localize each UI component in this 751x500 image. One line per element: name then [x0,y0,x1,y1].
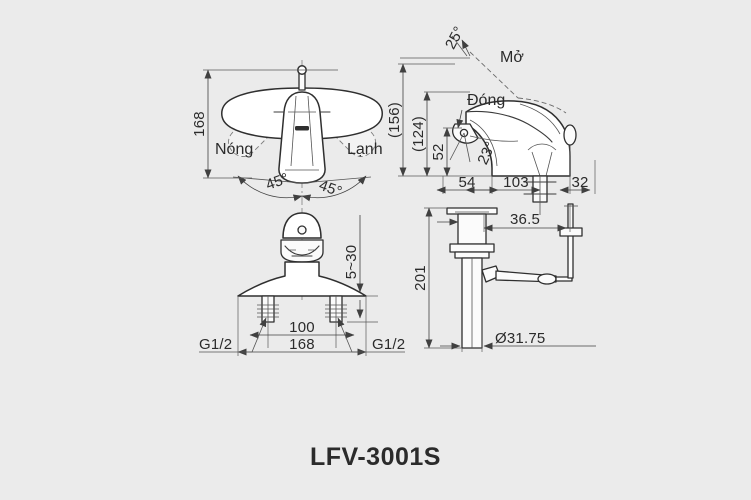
cold-label: Lạnh [347,141,383,158]
thread-right-label: G1/2 [372,336,405,353]
drain-diameter-label: Ø31.75 [495,330,545,347]
front-view-cap-screw [297,225,307,235]
angle23-ray2 [463,132,471,163]
handle-open-dashed [469,51,519,99]
hot-label: Nóng [215,141,253,158]
angle25-ray [451,35,468,57]
close-label: Đóng [467,92,505,109]
open-label: Mở [500,49,524,66]
front-view-lever-curve [284,245,320,256]
top-view-taper-left [290,95,297,167]
lift-rod-clevis [559,227,583,237]
overall-height-label: (156) [386,102,403,138]
lever-under-edge [469,135,519,142]
front-view-neck [280,239,324,263]
deck-thickness-label: 5~30 [343,245,360,280]
front-view-168-label: 168 [289,336,315,353]
angle-right-label: 45° [317,177,345,201]
pivot-rod-clip [537,273,557,285]
spout-cone-arc [527,143,557,151]
lever-height-label: 52 [430,143,447,160]
top-view-group: 45° 45° Nóng Lạnh 168 [191,60,383,215]
angle25-arrow [461,39,471,57]
thread-left-label: G1/2 [199,336,232,353]
angle23-ray [449,132,465,161]
lever-top-edge [465,111,553,143]
side-view-group: 25° Mở Đóng 23° (156) [386,24,596,215]
angle-left-label: 45° [264,170,292,194]
angle-arc-left [237,175,303,202]
drain-washer [454,251,490,259]
front-view-shank-right [325,295,347,323]
angle25-label: 25° [442,24,468,53]
drain-length-label: 201 [412,265,429,291]
drain-tailpiece-upper [457,213,487,245]
spout-tip-offset-label: 32 [571,174,588,191]
front-view-shank-left [257,295,279,323]
drain-flange [446,207,498,215]
spout-reach-label: 103 [503,174,529,191]
rear-offset-label: 54 [458,174,475,191]
body-top-inner [519,103,561,135]
lift-rod-knob [563,124,577,146]
shank-spacing-label: 100 [289,319,315,336]
top-view-168-label: 168 [191,111,208,137]
spout-cone-lines [531,151,553,177]
drain-locknut [449,243,495,253]
top-view-lever [278,91,326,184]
lift-rod-lower [567,203,574,279]
g12-leader-left [251,317,267,353]
front-view-group: 5~30 100 168 G1/2 G1/2 [199,210,405,356]
drain-view-group: 201 36.5 Ø31.75 [412,203,596,352]
g12-leader-right [337,317,353,353]
top-view-index-mark [295,126,309,131]
top-view-taper-right [307,95,314,167]
product-model-title: LFV-3001S [310,443,441,471]
faucet-body-profile [465,100,571,177]
pivot-offset-label: 36.5 [510,211,540,228]
angle-arc-right [301,175,367,202]
spout-inner-line [469,119,498,167]
spout-height-label: (124) [410,116,427,152]
close-leader [456,109,464,129]
